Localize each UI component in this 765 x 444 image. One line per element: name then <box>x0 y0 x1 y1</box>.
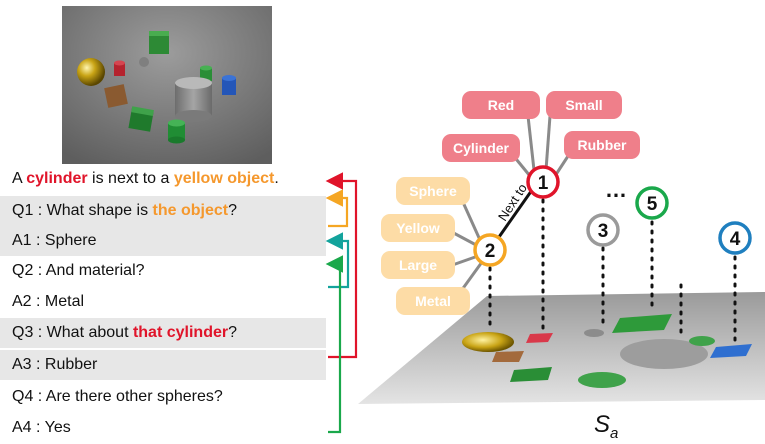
node2-line-sphere <box>460 199 482 241</box>
question-3: Q3 : What about that cylinder? <box>0 318 326 348</box>
node-3 <box>586 213 620 247</box>
q1-highlight: the object <box>152 202 229 219</box>
plane-green-cylinder-right <box>689 336 715 346</box>
attr-red-box <box>462 91 540 119</box>
caption-line: A cylinder is next to a yellow object. <box>0 164 326 194</box>
plane-green-cube-back <box>612 314 672 333</box>
attr-rubber: Rubber <box>578 137 628 153</box>
attr-large-box <box>381 251 455 279</box>
answer-1: A1 : Sphere <box>0 226 326 256</box>
caption-pre: A <box>12 170 27 187</box>
node-2 <box>473 233 507 267</box>
node1-line-small <box>544 115 552 171</box>
node-2-label: 2 <box>485 241 496 262</box>
q3-highlight: that cylinder <box>132 324 229 341</box>
node1-line-red <box>526 115 536 171</box>
edge-next-to <box>497 189 534 238</box>
attr-cylinder: Cylinder <box>453 140 510 156</box>
attr-sphere: Sphere <box>409 183 457 199</box>
node-3-label: 3 <box>598 221 609 242</box>
answer-4: A4 : Yes <box>12 419 71 436</box>
q1-pre: Q1 : What shape is <box>12 202 153 219</box>
attr-cylinder-box <box>442 134 520 162</box>
node-4-label: 4 <box>730 229 741 250</box>
question-4: Q4 : Are there other spheres? <box>12 388 223 405</box>
attr-small: Small <box>565 97 602 113</box>
answer-2: A2 : Metal <box>12 293 85 310</box>
scene-label-sub: a <box>610 425 618 442</box>
attr-small-box <box>546 91 622 119</box>
node-5-label: 5 <box>647 194 658 215</box>
attr-yellow-box <box>381 214 455 242</box>
q1-post: ? <box>228 202 237 219</box>
plane-grey-cylinder <box>620 339 708 369</box>
scene-photo <box>62 6 272 164</box>
question-2: Q2 : And material? <box>12 262 145 279</box>
attr-sphere-box <box>396 177 470 205</box>
attr-rubber-box <box>564 131 640 159</box>
attr-red: Red <box>488 97 514 113</box>
question-1: Q1 : What shape is the object? <box>0 196 326 226</box>
plane-green-cylinder-front <box>578 372 626 388</box>
graph-ellipsis: … <box>605 177 627 202</box>
plane-blue-cylinder <box>710 344 752 358</box>
q3-pre: Q3 : What about <box>12 324 133 341</box>
q3-post: ? <box>228 324 237 341</box>
scene-label-s: S <box>594 411 610 438</box>
attr-yellow: Yellow <box>396 220 440 236</box>
answer-3: A3 : Rubber <box>0 350 326 380</box>
arrow-red <box>325 172 358 359</box>
plane-red-cylinder <box>526 333 553 343</box>
plane-brown-cube <box>492 351 524 362</box>
node-5 <box>635 186 669 220</box>
node-1-label: 1 <box>538 173 549 194</box>
attr-metal: Metal <box>415 293 451 309</box>
scene-label: Sa <box>594 411 618 442</box>
node-4 <box>718 221 752 255</box>
attr-metal-box <box>396 287 470 315</box>
caption-yellow-object: yellow object <box>173 170 275 187</box>
arrow-green <box>325 255 344 434</box>
plane-green-cube-front <box>510 367 552 382</box>
attr-large: Large <box>399 257 437 273</box>
plane-gold-sphere <box>462 332 514 352</box>
caption-post: . <box>274 170 279 187</box>
plane-grey-sphere <box>584 329 604 337</box>
arrow-orange <box>325 189 349 228</box>
node-1 <box>526 165 560 199</box>
arrow-teal <box>325 232 350 289</box>
caption-cylinder: cylinder <box>26 170 88 187</box>
caption-mid: is next to a <box>87 170 174 187</box>
